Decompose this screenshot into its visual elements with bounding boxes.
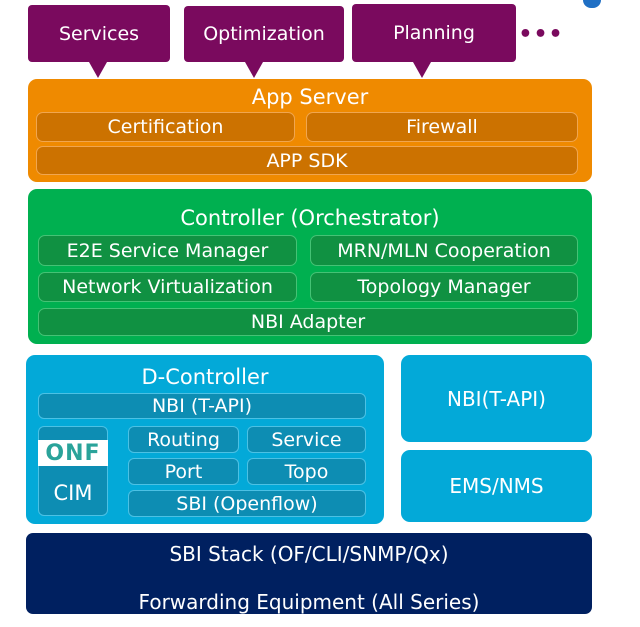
module-mrn-mln-cooperation[interactable]: MRN/MLN Cooperation <box>310 235 578 266</box>
app-server-title: App Server <box>251 85 369 109</box>
corner-mark-icon <box>583 0 601 8</box>
function-label: Services <box>58 22 140 45</box>
d-controller-nbi[interactable]: NBI (T-API) <box>38 393 366 419</box>
callout-pointer-icon <box>89 62 107 78</box>
module-firewall[interactable]: Firewall <box>306 112 578 142</box>
more-ellipsis-icon: ••• <box>518 21 564 47</box>
module-routing[interactable]: Routing <box>128 426 239 453</box>
d-controller-title: D-Controller <box>141 365 269 389</box>
cim-module[interactable]: ONF CIM <box>38 426 108 516</box>
function-label: Optimization <box>203 23 325 45</box>
function-label: Planning <box>393 22 475 44</box>
callout-pointer-icon <box>413 62 431 78</box>
onf-logo-icon: ONF <box>38 440 108 466</box>
d-controller-layer: D-Controller NBI (T-API) ONF CIM Routing… <box>26 355 384 524</box>
controller-title: Controller (Orchestrator) <box>180 206 440 230</box>
function-optimization[interactable]: Optimization <box>184 6 344 62</box>
ems-nms-box[interactable]: EMS/NMS <box>401 450 592 522</box>
forwarding-layer: SBI Stack (OF/CLI/SNMP/Qx) Forwarding Eq… <box>26 533 592 614</box>
module-e2e-service-manager[interactable]: E2E Service Manager <box>38 235 297 266</box>
app-sdk[interactable]: APP SDK <box>36 146 578 175</box>
sbi-openflow[interactable]: SBI (Openflow) <box>128 490 366 517</box>
controller-layer: Controller (Orchestrator) E2E Service Ma… <box>28 189 592 344</box>
function-services[interactable]: Services <box>28 5 170 62</box>
nbi-adapter[interactable]: NBI Adapter <box>38 308 578 336</box>
module-port[interactable]: Port <box>128 458 239 485</box>
nbi-tapi-box[interactable]: NBI(T-API) <box>401 355 592 442</box>
cim-label: CIM <box>53 481 93 505</box>
forwarding-equipment-label: Forwarding Equipment (All Series) <box>138 590 480 614</box>
app-server-layer: App Server Certification Firewall APP SD… <box>28 79 592 182</box>
module-topology-manager[interactable]: Topology Manager <box>310 272 578 302</box>
module-network-virtualization[interactable]: Network Virtualization <box>38 272 297 302</box>
callout-pointer-icon <box>245 62 263 78</box>
module-topo[interactable]: Topo <box>247 458 366 485</box>
function-planning[interactable]: Planning <box>352 4 516 62</box>
module-service[interactable]: Service <box>247 426 366 453</box>
sbi-stack-label: SBI Stack (OF/CLI/SNMP/Qx) <box>169 542 449 566</box>
module-certification[interactable]: Certification <box>36 112 295 142</box>
